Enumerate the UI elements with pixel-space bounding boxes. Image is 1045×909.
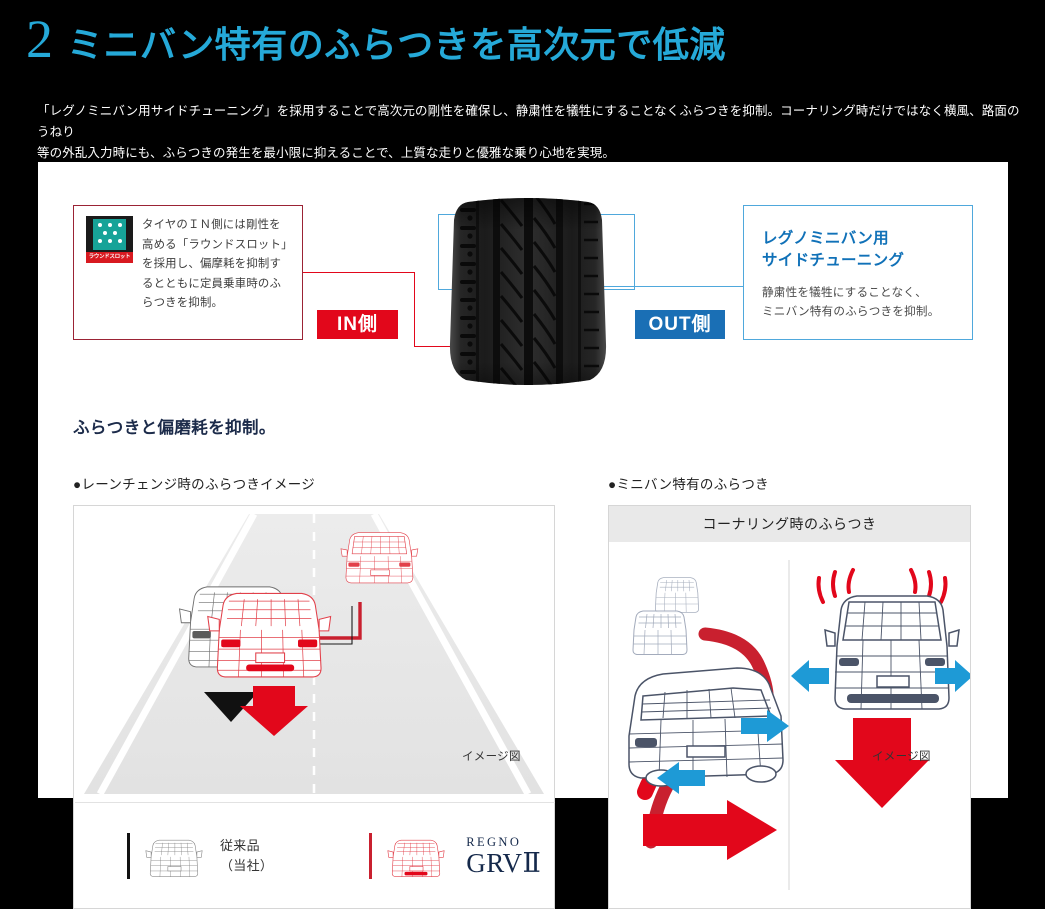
legend-regno: REGNO GRVⅡ: [369, 833, 541, 879]
legend-conventional: 従来品 （当社）: [127, 833, 273, 879]
round-slot-callout-text: タイヤのＩＮ側には剛性を高める「ラウンドスロット」を採用し、偏摩耗を抑制するとと…: [142, 219, 287, 310]
round-slot-icon: ラウンドスロット: [86, 216, 133, 263]
tire-image: [438, 194, 618, 394]
section-number: 2: [26, 9, 53, 69]
intro-paragraph: 「レグノミニバン用サイドチューニング」を採用することで高次元の剛性を確保し、静粛…: [37, 101, 1022, 164]
side-tuning-callout: レグノミニバン用 サイドチューニング 静粛性を犠牲にすることなく、 ミニバン特有…: [743, 205, 973, 340]
out-shoulder-bracket-right: [634, 214, 635, 290]
legend-conventional-label: 従来品 （当社）: [220, 838, 274, 873]
lane-change-caption: イメージ図: [462, 751, 521, 763]
cornering-caption: イメージ図: [872, 751, 931, 763]
side-tuning-heading-line-1: レグノミニバン用: [762, 230, 889, 247]
legend-regno-label: REGNO GRVⅡ: [466, 835, 541, 877]
in-connector-segment-v: [414, 272, 415, 347]
subsection-heading: ふらつきと偏磨耗を抑制。: [73, 419, 276, 437]
intro-line-2: 等の外乱入力時にも、ふらつきの発生を最小限に抑えることで、上質な走りと優雅な乗り…: [37, 146, 615, 160]
page-title: 2 ミニバン特有のふらつきを高次元で低減: [26, 12, 726, 67]
in-shoulder-bracket-left: [438, 214, 439, 290]
side-tuning-body-line-2: ミニバン特有のふらつきを抑制。: [762, 305, 940, 318]
tire-diagram: ラウンドスロット タイヤのＩＮ側には剛性を高める「ラウンドスロット」を採用し、偏…: [38, 162, 1008, 392]
side-tuning-body-line-1: 静粛性を犠牲にすることなく、: [762, 286, 927, 299]
page-header: 2 ミニバン特有のふらつきを高次元で低減 「レグノミニバン用サイドチューニング」…: [0, 0, 1045, 162]
out-side-tag: OUT側: [635, 310, 725, 339]
round-slot-callout: ラウンドスロット タイヤのＩＮ側には剛性を高める「ラウンドスロット」を採用し、偏…: [73, 205, 303, 340]
lane-change-heading: ●レーンチェンジ時のふらつきイメージ: [73, 477, 316, 492]
side-tuning-heading-line-2: サイドチューニング: [762, 252, 905, 269]
lane-change-legend: 従来品 （当社）: [75, 802, 555, 909]
lane-change-illustration: 従来品 （当社）: [73, 505, 555, 909]
round-slot-icon-label: ラウンドスロット: [86, 252, 133, 263]
content-panel: ラウンドスロット タイヤのＩＮ側には剛性を高める「ラウンドスロット」を採用し、偏…: [38, 162, 1008, 909]
regno-model: GRVⅡ: [466, 848, 542, 878]
section-title-text: ミニバン特有のふらつきを高次元で低減: [67, 24, 726, 65]
regno-brand: REGNO: [466, 835, 522, 849]
intro-line-1: 「レグノミニバン用サイドチューニング」を採用することで高次元の剛性を確保し、静粛…: [37, 104, 1020, 139]
in-connector-segment-h1: [303, 272, 415, 273]
out-connector-segment-h: [559, 286, 743, 287]
in-side-tag: IN側: [317, 310, 398, 339]
cornering-illustration: コーナリング時のふらつき: [608, 505, 971, 909]
minivan-sway-heading: ●ミニバン特有のふらつき: [608, 477, 769, 492]
cornering-panel-title: コーナリング時のふらつき: [609, 506, 970, 542]
